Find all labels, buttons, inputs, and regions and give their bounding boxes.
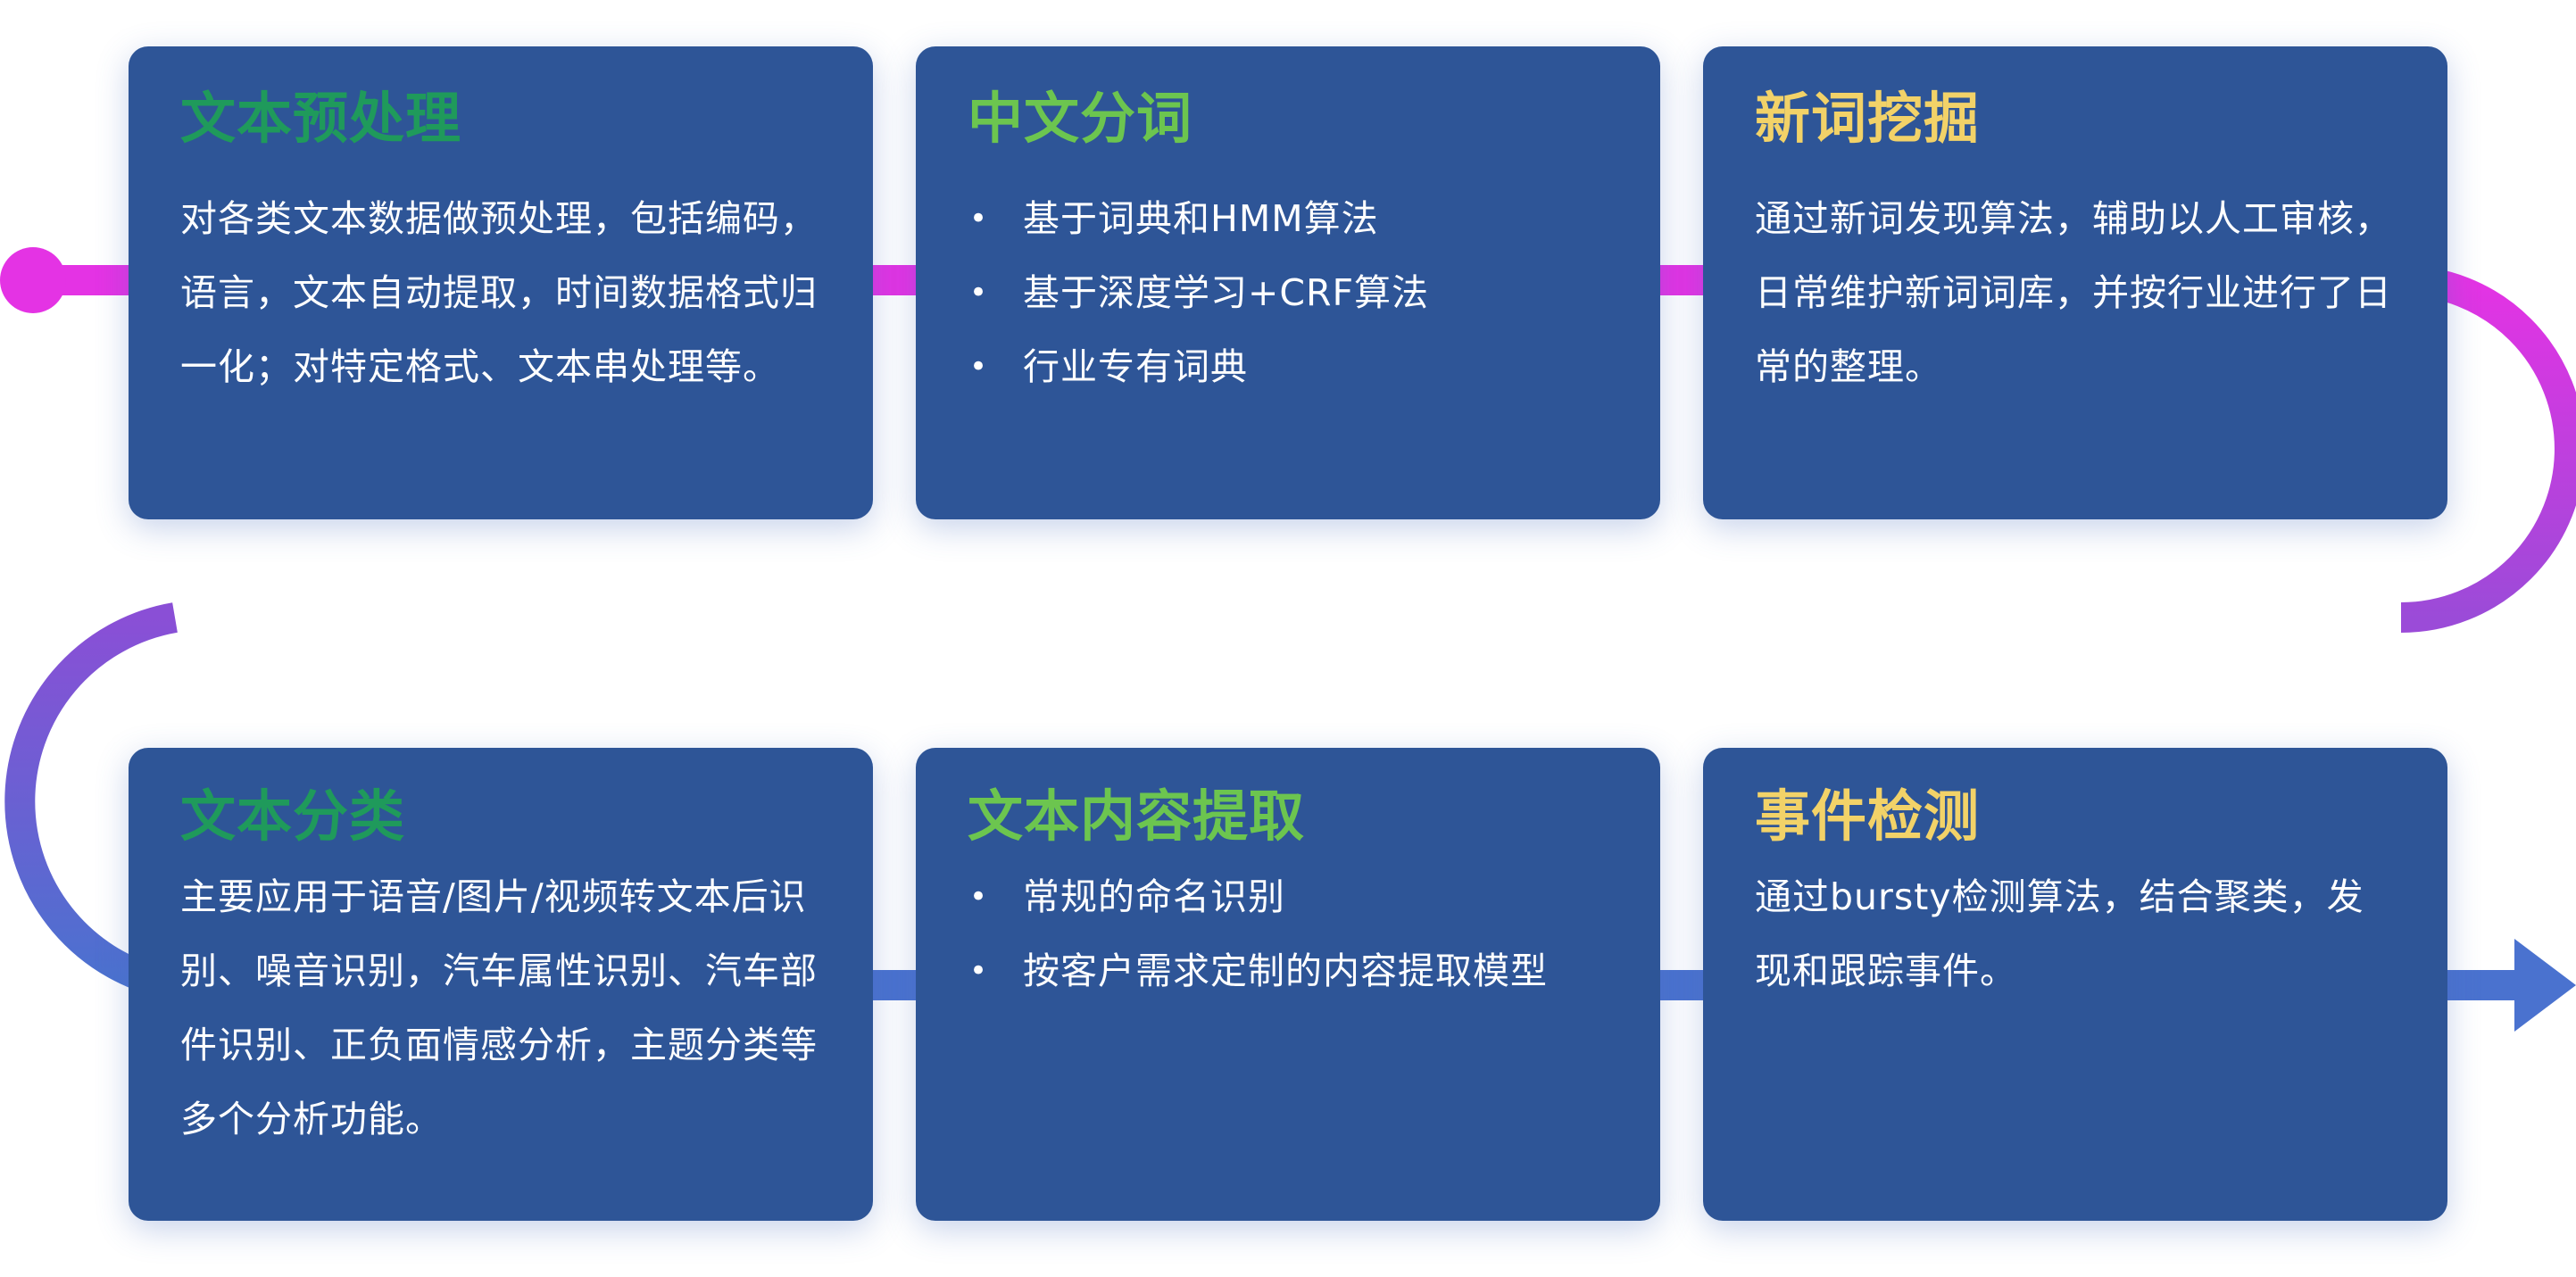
card-description: 通过新词发现算法，辅助以人工审核，日常维护新词词库，并按行业进行了日常的整理。 bbox=[1755, 197, 2392, 389]
card-description: 对各类文本数据做预处理，包括编码，语言，文本自动提取，时间数据格式归一化；对特定… bbox=[180, 197, 818, 389]
list-item: 基于深度学习+CRF算法 bbox=[968, 256, 1608, 330]
list-item: 基于词典和HMM算法 bbox=[968, 182, 1608, 256]
list-item: 行业专有词典 bbox=[968, 330, 1608, 404]
card-title: 事件检测 bbox=[1755, 784, 1981, 849]
list-item: 按客户需求定制的内容提取模型 bbox=[968, 934, 1608, 1008]
connector-right-turn bbox=[2400, 265, 2576, 633]
card-title: 文本内容提取 bbox=[968, 784, 1306, 849]
connector-end-arrow bbox=[2514, 939, 2576, 1032]
card-title: 文本分类 bbox=[180, 784, 406, 849]
card-description: 通过bursty检测算法，结合聚类，发现和跟踪事件。 bbox=[1755, 875, 2364, 993]
card-text-classification: 文本分类 主要应用于语音/图片/视频转文本后识别、噪音识别，汽车属性识别、汽车部… bbox=[129, 748, 873, 1221]
card-content-extraction: 文本内容提取 常规的命名识别 按客户需求定制的内容提取模型 bbox=[916, 748, 1660, 1221]
card-chinese-segmentation: 中文分词 基于词典和HMM算法 基于深度学习+CRF算法 行业专有词典 bbox=[916, 46, 1660, 519]
connector-start-dot bbox=[0, 247, 66, 313]
card-event-detection: 事件检测 通过bursty检测算法，结合聚类，发现和跟踪事件。 bbox=[1703, 748, 2447, 1221]
list-item: 常规的命名识别 bbox=[968, 860, 1608, 934]
card-bullet-list: 基于词典和HMM算法 基于深度学习+CRF算法 行业专有词典 bbox=[968, 182, 1608, 404]
card-title: 新词挖掘 bbox=[1755, 86, 1981, 151]
card-title: 文本预处理 bbox=[180, 86, 462, 151]
card-bullet-list: 常规的命名识别 按客户需求定制的内容提取模型 bbox=[968, 860, 1608, 1008]
card-text-preprocessing: 文本预处理 对各类文本数据做预处理，包括编码，语言，文本自动提取，时间数据格式归… bbox=[129, 46, 873, 519]
card-title: 中文分词 bbox=[968, 86, 1193, 151]
card-description: 主要应用于语音/图片/视频转文本后识别、噪音识别，汽车属性识别、汽车部件识别、正… bbox=[180, 875, 818, 1141]
card-new-word-mining: 新词挖掘 通过新词发现算法，辅助以人工审核，日常维护新词词库，并按行业进行了日常… bbox=[1703, 46, 2447, 519]
connector-left-turn bbox=[4, 602, 178, 1000]
